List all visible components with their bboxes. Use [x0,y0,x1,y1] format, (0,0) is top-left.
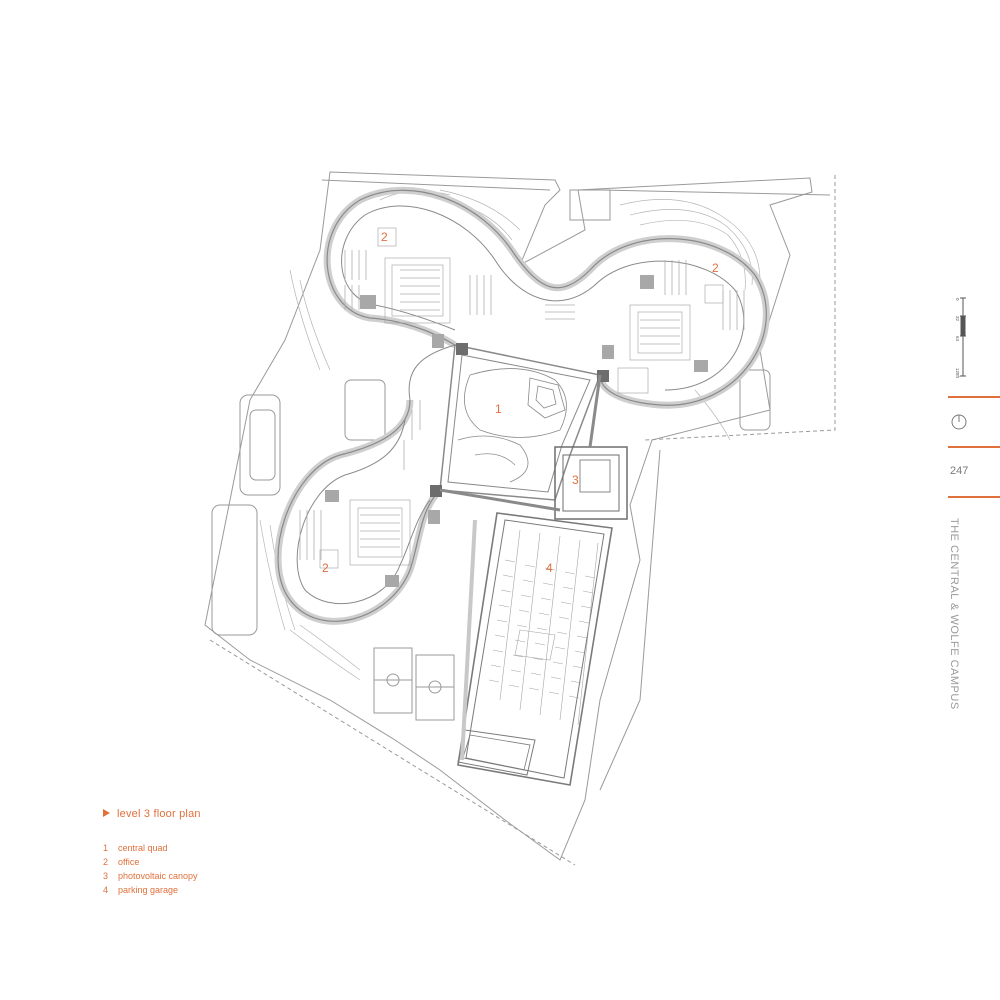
caption-title: level 3 floor plan [117,808,201,820]
label-office-east: 2 [712,261,719,275]
legend-number: 4 [103,885,109,895]
label-photovoltaic-canopy: 3 [572,473,579,487]
legend-text: parking garage [118,885,179,895]
legend-item: 3 photovoltaic canopy [103,869,198,883]
scale-tick-label: 32 [955,316,960,322]
legend-item: 2 office [103,855,198,869]
sidebar-rule [948,446,1000,448]
north-arrow-icon [951,414,967,430]
label-parking-garage: 4 [546,561,553,575]
sidebar-rule [948,496,1000,498]
legend-text: photovoltaic canopy [118,871,198,881]
scale-tick-label: 128ft [955,368,960,379]
label-office-south: 2 [322,561,329,575]
legend-text: office [118,857,140,867]
scale-bar: 0 32 64 128ft [955,297,966,379]
legend-text: central quad [118,843,168,853]
sidebar-rule [948,396,1000,398]
legend-number: 3 [103,871,109,881]
page-number: 247 [950,465,969,477]
legend-item: 1 central quad [103,841,198,855]
plan-legend: 1 central quad 2 office 3 photovoltaic cano… [103,841,198,897]
vertical-section-title: THE CENTRAL & WOLFE CAMPUS [948,518,960,710]
legend-item: 4 parking garage [103,883,198,897]
label-central-quad: 1 [495,402,502,416]
label-office-north: 2 [381,230,388,244]
scale-tick-label: 64 [955,336,960,342]
legend-number: 2 [103,857,109,867]
legend-number: 1 [103,843,109,853]
plan-caption: level 3 floor plan [103,808,201,820]
triangle-right-icon [103,809,110,817]
scale-tick-label: 0 [955,298,960,301]
